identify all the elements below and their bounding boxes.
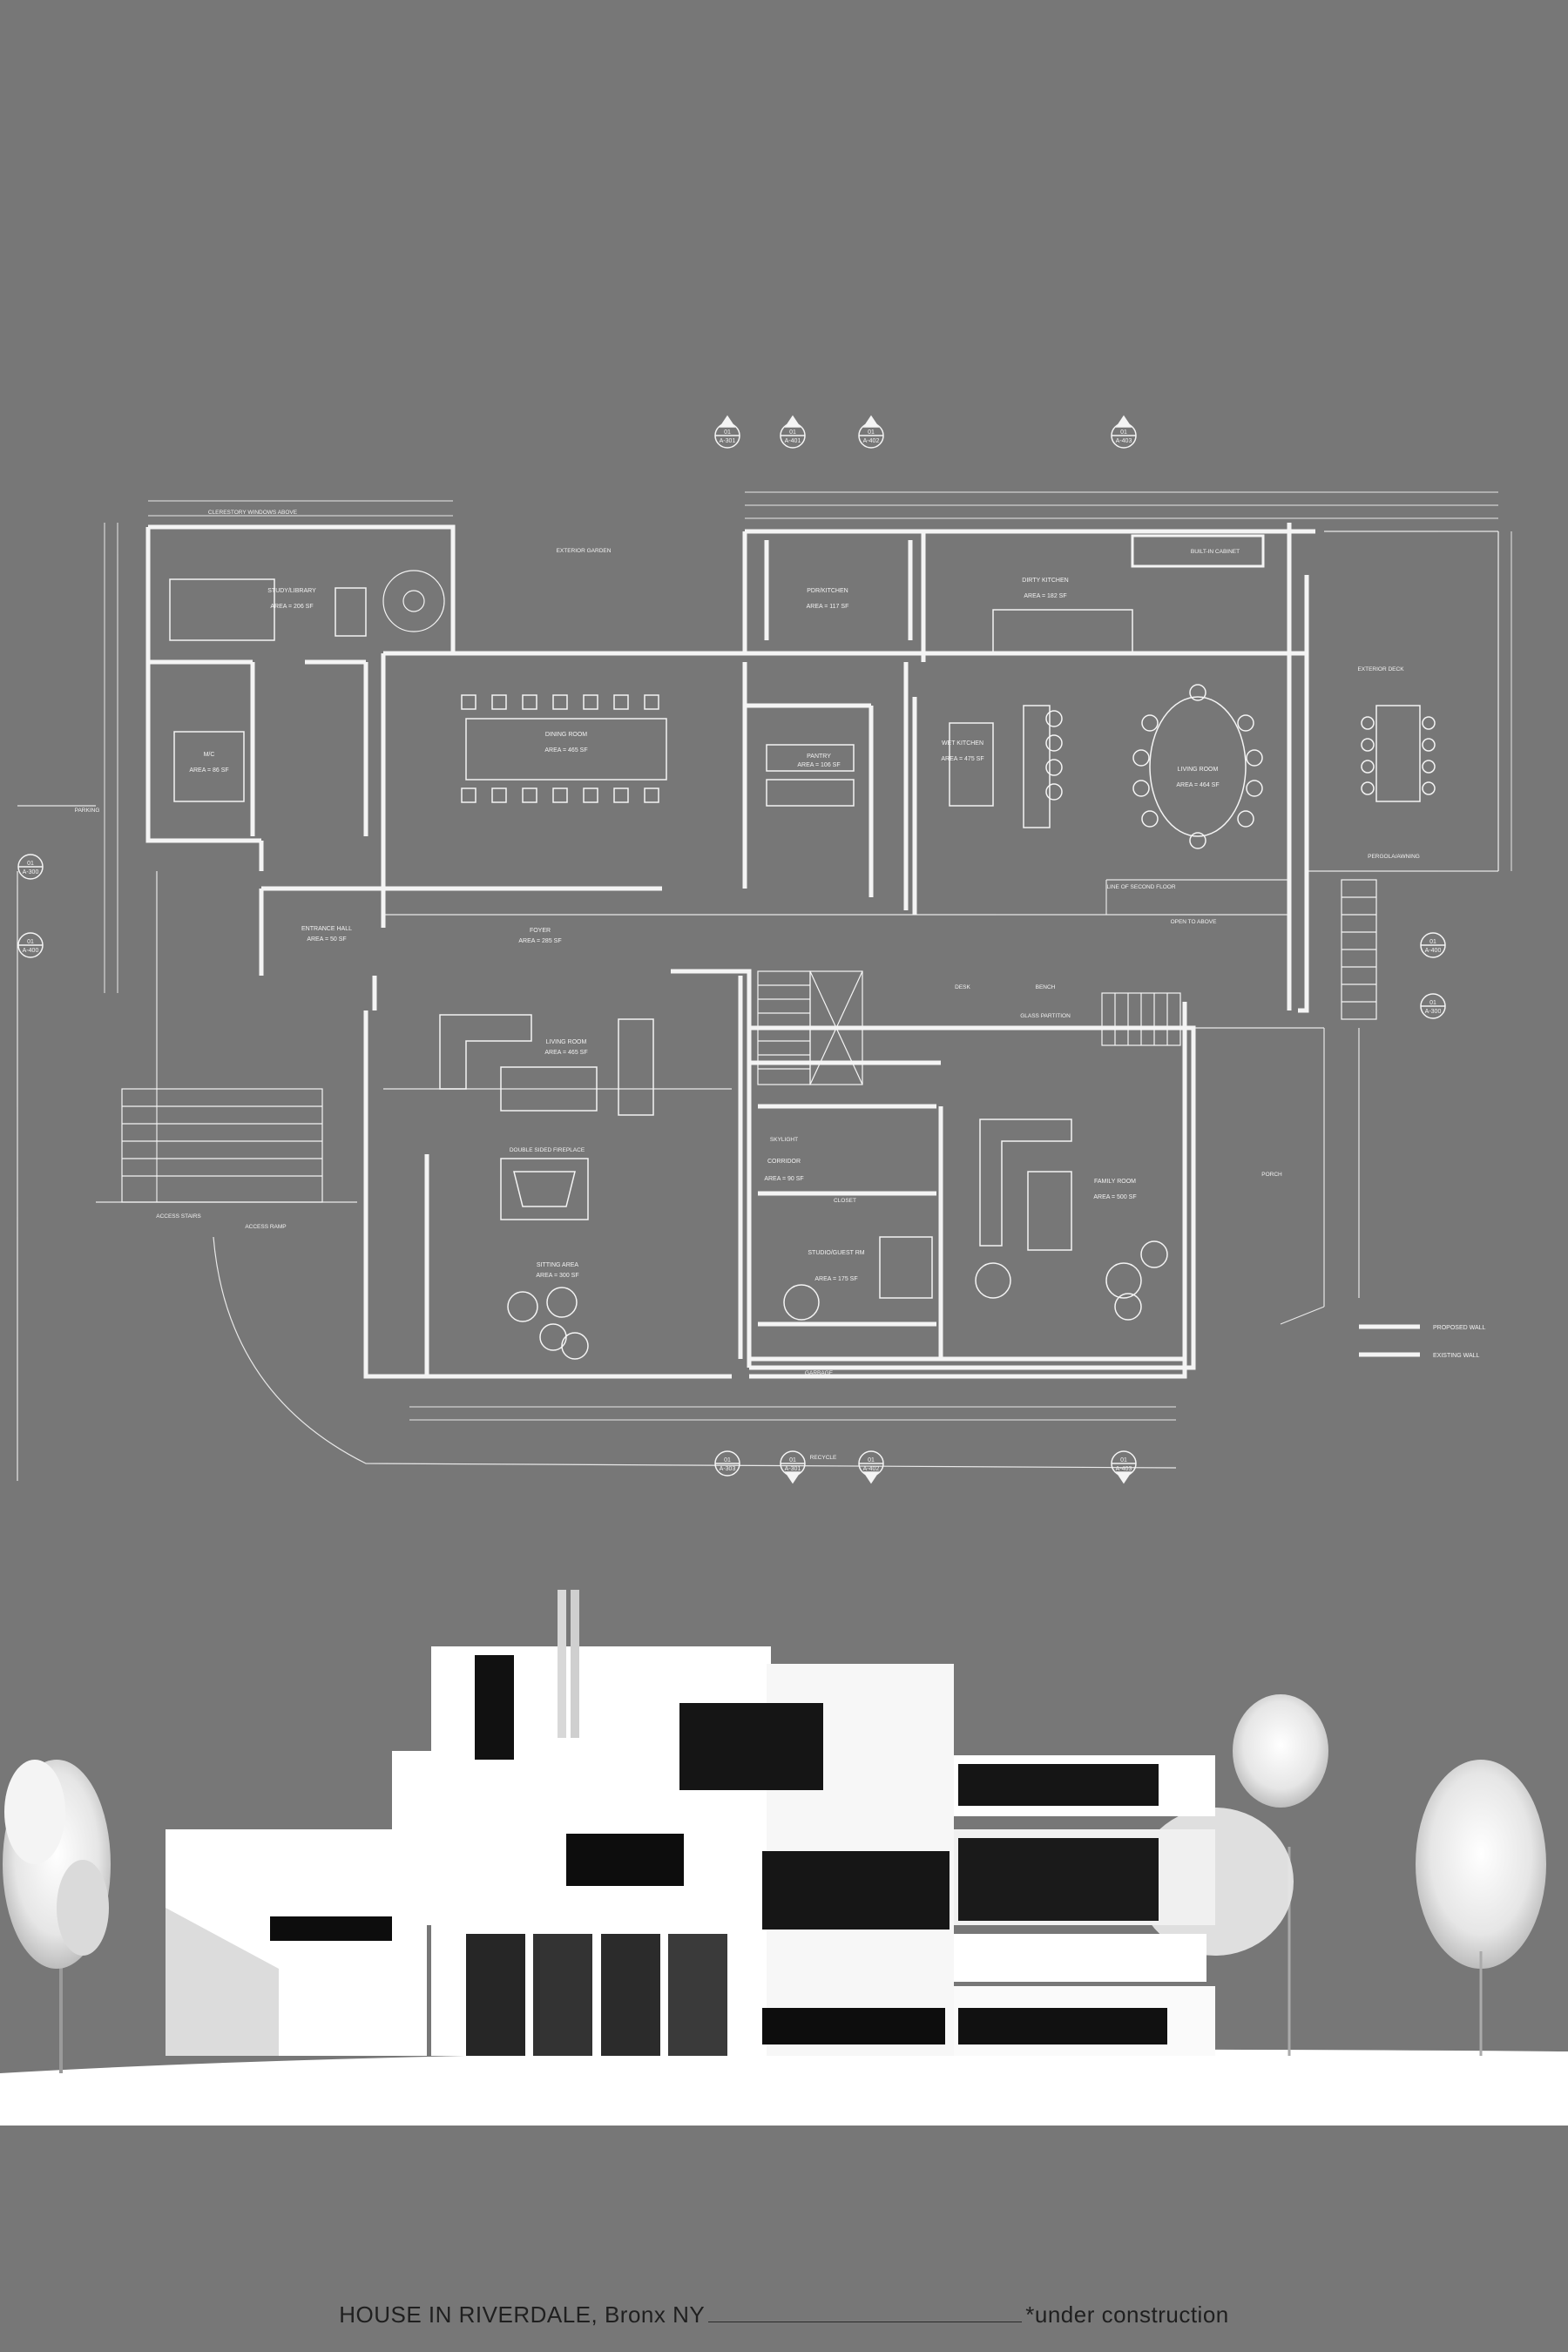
section-marker-labels: 01 A-301 01 A-401 01 A-402 01 A-403 01 A… — [23, 429, 1442, 1472]
room-name: DINING ROOM — [545, 732, 587, 738]
marker-num: 01 — [724, 429, 731, 436]
label-fireplace: DOUBLE SIDED FIREPLACE — [510, 1147, 585, 1153]
label-pergola: PERGOLA/AWNING — [1368, 854, 1420, 860]
label-line-second-floor: LINE OF SECOND FLOOR — [1106, 884, 1175, 890]
house — [166, 1590, 1215, 2056]
section-markers — [17, 415, 1446, 1484]
marker-num: 01 — [789, 429, 796, 436]
marker-num: 01 — [1120, 1457, 1127, 1463]
marker-num: 01 — [789, 1457, 796, 1463]
label-access-stairs: ACCESS STAIRS — [156, 1213, 201, 1220]
room-area: AREA = 106 SF — [797, 762, 840, 768]
room-name: STUDIO/GUEST RM — [808, 1250, 864, 1256]
marker-num: 01 — [27, 939, 34, 945]
room-area: AREA = 117 SF — [807, 604, 849, 610]
room-area: AREA = 300 SF — [536, 1273, 578, 1279]
marker-num: 01 — [724, 1457, 731, 1463]
label-porch: PORCH — [1261, 1172, 1282, 1178]
room-name: WET KITCHEN — [942, 740, 983, 747]
dimension-lines-top — [104, 491, 1512, 1421]
marker-sheet: A-303 — [720, 1466, 736, 1472]
room-name: STUDY/LIBRARY — [267, 588, 316, 594]
room-name: ENTRANCE HALL — [301, 926, 352, 932]
room-name: PDR/KITCHEN — [807, 588, 848, 594]
marker-sheet: A-301 — [720, 438, 736, 444]
room-name: LIVING ROOM — [1178, 767, 1219, 773]
caption-rule — [708, 2304, 1023, 2322]
room-area: AREA = 465 SF — [544, 1050, 587, 1056]
room-area: AREA = 90 SF — [764, 1176, 803, 1182]
label-clerestory: CLERESTORY WINDOWS ABOVE — [208, 510, 298, 516]
marker-num: 01 — [27, 861, 34, 867]
marker-sheet: A-301 — [785, 1466, 801, 1472]
room-area: AREA = 464 SF — [1176, 782, 1219, 788]
room-name: LIVING ROOM — [546, 1039, 587, 1045]
label-exterior-deck: EXTERIOR DECK — [1357, 666, 1404, 672]
room-name: SITTING AREA — [537, 1262, 579, 1268]
stairs — [121, 570, 1377, 1203]
room-labels: STUDY/LIBRARY AREA = 206 SF PDR/KITCHEN … — [189, 578, 1219, 1282]
room-name: CORRIDOR — [767, 1159, 801, 1165]
tree-left — [3, 1760, 111, 2073]
legend-lines — [1359, 1324, 1420, 1357]
label-parking: PARKING — [75, 808, 100, 814]
room-area: AREA = 475 SF — [941, 756, 983, 762]
marker-num: 01 — [868, 1457, 875, 1463]
marker-sheet: A-402 — [863, 1466, 880, 1472]
marker-num: 01 — [1429, 1000, 1436, 1006]
room-area: AREA = 182 SF — [1024, 593, 1066, 599]
interior-lines — [17, 531, 1499, 1481]
marker-num: 01 — [1429, 939, 1436, 945]
label-skylight: SKYLIGHT — [770, 1137, 798, 1143]
label-open-to-above: OPEN TO ABOVE — [1171, 919, 1218, 925]
legend: PROPOSED WALL EXISTING WALL — [1433, 1325, 1486, 1359]
caption: HOUSE IN RIVERDALE, Bronx NY *under const… — [0, 2301, 1568, 2328]
room-area: AREA = 50 SF — [307, 936, 346, 943]
room-area: AREA = 500 SF — [1093, 1194, 1136, 1200]
marker-sheet: A-300 — [23, 869, 39, 875]
plan-annotations: EXTERIOR GARDEN CLERESTORY WINDOWS ABOVE… — [75, 510, 1420, 1461]
marker-sheet: A-300 — [1425, 1009, 1442, 1015]
front-elevation — [0, 1590, 1568, 2126]
label-access-ramp: ACCESS RAMP — [245, 1224, 286, 1230]
furniture — [169, 578, 1436, 1360]
label-bench: BENCH — [1036, 984, 1056, 990]
room-name: M/C — [204, 752, 215, 758]
room-area: AREA = 285 SF — [518, 938, 561, 944]
marker-num: 01 — [1120, 429, 1127, 436]
marker-sheet: A-403 — [1116, 438, 1132, 444]
label-recycle: RECYCLE — [810, 1455, 837, 1461]
marker-sheet: A-401 — [785, 438, 801, 444]
project-title: HOUSE IN RIVERDALE, Bronx NY — [339, 2301, 706, 2328]
room-area: AREA = 175 SF — [814, 1276, 857, 1282]
label-garbage: GARBAGE — [805, 1370, 834, 1376]
room-name: FAMILY ROOM — [1094, 1179, 1136, 1185]
marker-num: 01 — [868, 429, 875, 436]
ground — [0, 2049, 1568, 2126]
marker-sheet: A-400 — [23, 948, 39, 954]
room-name: PANTRY — [807, 754, 831, 760]
room-name: FOYER — [530, 928, 551, 934]
label-exterior-garden: EXTERIOR GARDEN — [557, 548, 612, 554]
marker-sheet: A-400 — [1425, 948, 1442, 954]
label-built-in-cabinet: BUILT-IN CABINET — [1191, 549, 1240, 555]
legend-proposed-wall: PROPOSED WALL — [1433, 1325, 1486, 1331]
label-desk: DESK — [955, 984, 970, 990]
marker-sheet: A-403 — [1116, 1466, 1132, 1472]
marker-sheet: A-402 — [863, 438, 880, 444]
dining-chairs — [461, 694, 659, 803]
legend-existing-wall: EXISTING WALL — [1433, 1353, 1480, 1359]
room-area: AREA = 86 SF — [189, 767, 228, 774]
label-glass-partition: GLASS PARTITION — [1020, 1013, 1071, 1019]
floor-plan: 01 A-301 01 A-401 01 A-402 01 A-403 01 A… — [17, 415, 1512, 1484]
room-area: AREA = 465 SF — [544, 747, 587, 754]
room-area: AREA = 206 SF — [270, 604, 313, 610]
room-name: DIRTY KITCHEN — [1022, 578, 1068, 584]
status-note: *under construction — [1025, 2301, 1229, 2328]
walls — [145, 523, 1315, 1379]
label-closet: CLOSET — [834, 1198, 856, 1204]
